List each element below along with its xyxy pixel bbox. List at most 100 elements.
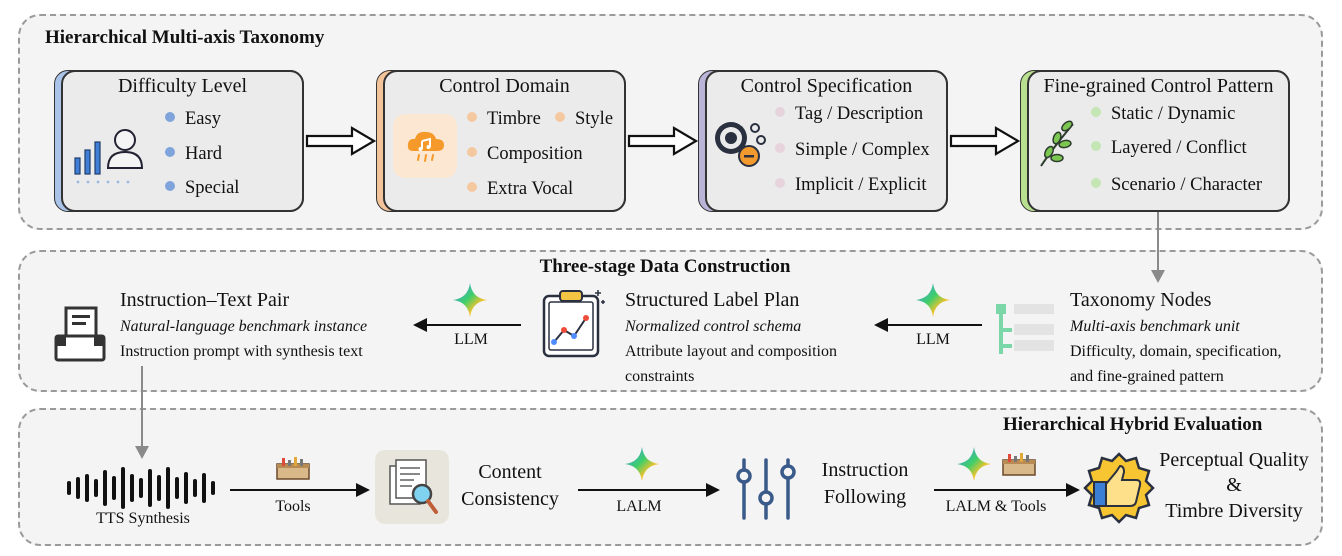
difficulty-card-title: Difficulty Level [117, 75, 248, 97]
domain-item-label: Composition [487, 144, 583, 164]
difficulty-card: Difficulty Level Easy Hard Special [61, 70, 304, 212]
specification-item-label: Tag / Description [795, 104, 924, 124]
plan-title: Structured Label Plan [625, 289, 800, 311]
difficulty-item-label: Hard [185, 144, 222, 164]
leaf-branch-icon [1040, 120, 1074, 167]
arrow-right-icon [934, 483, 1080, 497]
lalm-tools-label: LALM & Tools [945, 498, 1047, 515]
domain-item-timbre: Timbre [467, 109, 541, 130]
bullet-dot [165, 112, 175, 122]
follow-label-line1: Instruction [821, 459, 909, 481]
gemini-star-icon [625, 447, 659, 481]
gemini-star-icon [453, 283, 487, 317]
domain-item-label: Style [575, 109, 614, 129]
bullet-dot [1091, 141, 1101, 151]
gemini-star-icon [916, 283, 950, 317]
pattern-item-scenario-character: Scenario / Character [1091, 175, 1262, 196]
domain-card-title: Control Domain [439, 75, 570, 97]
toolbox-icon [1002, 453, 1036, 476]
domain-item-label: Timbre [487, 109, 541, 129]
tts-label: TTS Synthesis [96, 510, 190, 527]
tools-label: Tools [275, 498, 311, 515]
domain-item-style: Style [555, 109, 613, 130]
arrow-left-icon [874, 318, 982, 332]
difficulty-item-label: Special [185, 178, 240, 198]
arrow-right-icon [627, 126, 699, 156]
domain-item-composition: Composition [467, 144, 583, 165]
bullet-dot [775, 178, 785, 188]
content-label-line1: Content [478, 461, 542, 483]
plan-description-line1: Attribute layout and composition [625, 343, 837, 360]
specification-card-title: Control Specification [740, 75, 913, 97]
specification-item-label: Simple / Complex [795, 140, 930, 160]
waveform-icon [67, 467, 215, 509]
cloud-music-icon [407, 131, 444, 162]
pattern-item-label: Scenario / Character [1111, 175, 1263, 195]
specification-item-label: Implicit / Explicit [795, 175, 927, 195]
bullet-dot [467, 147, 477, 157]
pattern-card: Fine-grained Control Pattern Static / Dy… [1027, 70, 1290, 212]
thumbs-up-badge-icon [1083, 452, 1155, 524]
printer-icon [54, 306, 106, 362]
quality-label-line2: & [1226, 474, 1242, 496]
clipboard-chart-icon [542, 290, 605, 358]
lalm-label: LALM [616, 498, 662, 515]
pattern-item-static-dynamic: Static / Dynamic [1091, 104, 1235, 125]
bullet-dot [1091, 107, 1101, 117]
difficulty-item-label: Easy [185, 109, 221, 129]
construction-panel-title: Three-stage Data Construction [539, 256, 791, 277]
bullet-dot [467, 182, 477, 192]
domain-card: Control Domain Timbre Style Composition … [383, 70, 626, 212]
difficulty-item-special: Special [165, 178, 239, 199]
arrow-right-icon [578, 483, 720, 497]
pattern-item-label: Layered / Conflict [1111, 138, 1247, 158]
specification-item-simple-complex: Simple / Complex [775, 140, 930, 161]
toolbox-icon [276, 457, 310, 480]
gears-icon [715, 122, 766, 167]
content-label-line2: Consistency [461, 488, 559, 510]
specification-item-implicit-explicit: Implicit / Explicit [775, 175, 927, 196]
taxonomy-panel-title: Hierarchical Multi-axis Taxonomy [45, 27, 325, 48]
llm-label-1: LLM [454, 331, 488, 348]
nodes-description-line1: Difficulty, domain, specification, [1070, 343, 1282, 360]
bullet-dot [165, 147, 175, 157]
domain-item-label: Extra Vocal [487, 179, 574, 199]
tree-list-icon [996, 304, 1054, 354]
quality-label-line1: Perceptual Quality [1159, 449, 1309, 471]
bullet-dot [165, 181, 175, 191]
nodes-subtitle: Multi-axis benchmark unit [1070, 318, 1240, 335]
arrow-left-icon [413, 318, 521, 332]
arrow-right-icon [305, 126, 377, 156]
arrow-right-icon [949, 126, 1021, 156]
follow-label-line2: Following [823, 486, 907, 508]
plan-subtitle: Normalized control schema [625, 318, 802, 335]
arrow-down-icon [1151, 212, 1165, 283]
construction-panel [18, 250, 1323, 392]
bullet-dot [775, 107, 785, 117]
specification-item-tag-description: Tag / Description [775, 104, 923, 125]
domain-item-extra-vocal: Extra Vocal [467, 179, 573, 200]
difficulty-icon [74, 129, 144, 184]
sliders-icon [736, 458, 796, 520]
bullet-dot [775, 143, 785, 153]
quality-label-line3: Timbre Diversity [1165, 500, 1303, 522]
pattern-item-label: Static / Dynamic [1111, 104, 1236, 124]
gemini-star-icon [957, 447, 991, 481]
arrow-right-icon [230, 483, 370, 497]
bullet-dot [555, 112, 565, 122]
pair-description: Instruction prompt with synthesis text [120, 343, 363, 360]
pair-title: Instruction–Text Pair [120, 289, 290, 311]
arrow-down-icon [135, 366, 149, 459]
evaluation-panel-title: Hierarchical Hybrid Evaluation [1003, 414, 1263, 435]
nodes-description-line2: and fine-grained pattern [1070, 368, 1224, 385]
pair-subtitle: Natural-language benchmark instance [120, 318, 368, 335]
nodes-title: Taxonomy Nodes [1070, 289, 1212, 311]
document-search-icon [389, 459, 438, 514]
pattern-card-title: Fine-grained Control Pattern [1043, 75, 1274, 97]
specification-card: Control Specification Tag / Description … [705, 70, 948, 212]
plan-description-line2: constraints [625, 368, 695, 385]
difficulty-item-easy: Easy [165, 109, 221, 130]
bullet-dot [1091, 178, 1101, 188]
difficulty-item-hard: Hard [165, 144, 222, 165]
llm-label-2: LLM [916, 331, 950, 348]
